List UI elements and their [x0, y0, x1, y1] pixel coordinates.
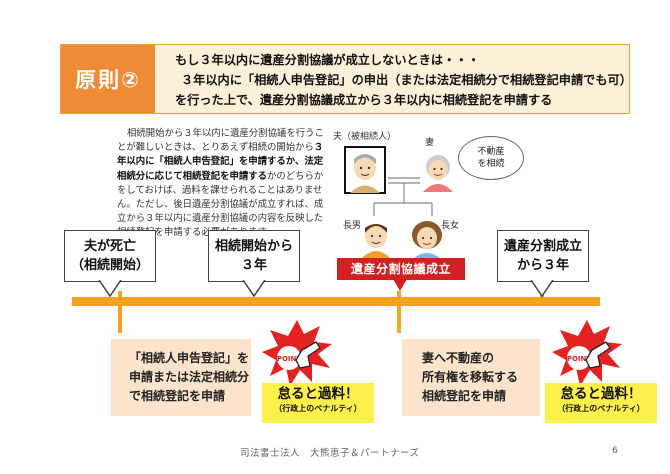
callout-agreement-line-2: から３年 [516, 258, 569, 273]
principle-header: 原則② もし３年以内に遺産分割協議が成立しないときは・・・ ３年以内に「相続人申… [60, 44, 632, 114]
action-1-line-1: 「相続人申告登記」を [129, 351, 250, 365]
principle-tab: 原則② [61, 45, 155, 113]
svg-text:POINT: POINT [277, 355, 302, 363]
page-number: 6 [612, 446, 618, 456]
principle-line-1: もし３年以内に遺産分割協議が成立しないときは・・・ [175, 53, 480, 67]
timeline-bar [72, 297, 600, 306]
action-1-line-3: で相続登記を申請 [129, 389, 226, 403]
penalty-label-2: 怠ると過料！ （行政上のペナルティ） [545, 383, 657, 423]
footer-firm-name: 司法書士法人 大熊恵子＆パートナーズ [240, 448, 420, 459]
timeline-tick-death [118, 291, 122, 333]
timeline-tick-agreement [397, 291, 401, 333]
callout-three-years-tail [242, 280, 266, 298]
svg-text:POINT: POINT [567, 355, 592, 363]
action-2-line-1: 妻へ不動産の [422, 351, 495, 365]
callout-agreement-line-1: 遺産分割成立 [503, 239, 582, 254]
callout-agreement-tail [530, 280, 554, 298]
principle-line-2: ３年以内に「相続人申告登記」の申出（または法定相続分で相続登記申請でも可） [181, 73, 632, 87]
principle-body: もし３年以内に遺産分割協議が成立しないときは・・・ ３年以内に「相続人申告登記」… [155, 45, 632, 113]
callout-three-years-line-2: ３年 [240, 258, 267, 273]
daughter-icon [412, 221, 442, 260]
callout-three-years-line-1: 相続開始から [214, 239, 293, 254]
action-box-transfer: 妻へ不動産の 所有権を移転する 相続登記を申請 [402, 339, 540, 416]
callout-death-tail [98, 280, 122, 298]
callout-death: 夫が死亡 （相続開始） [64, 230, 156, 282]
penalty-1-sub: （行政上のペナルティ） [274, 404, 362, 413]
penalty-2-sub: （行政上のペナルティ） [557, 404, 645, 413]
explanation-bold: ３年以内に「相続人申告登記」を申請するか、法定相続分に応じて相続登記を申請する [117, 142, 324, 182]
action-2-line-3: 相続登記を申請 [422, 389, 507, 403]
explanation-part-1: 相続開始から３年以内に遺産分割協議を行うことが難しいときは、とりあえず相続の開始… [117, 128, 324, 154]
explanation-text: 相続開始から３年以内に遺産分割協議を行うことが難しいときは、とりあえず相続の開始… [117, 127, 327, 241]
callout-three-years: 相続開始から ３年 [208, 230, 300, 282]
husband-label: 夫（被相続人） [333, 132, 397, 142]
daughter-label: 長女 [441, 221, 460, 231]
son-icon [362, 224, 390, 258]
penalty-2-main: 怠ると過料！ [560, 386, 642, 402]
action-1-line-2: 申請または法定相続分 [129, 370, 250, 384]
callout-death-line-1: 夫が死亡 [83, 239, 136, 254]
agreement-badge: 遺産分割協議成立 [337, 258, 465, 280]
action-2-line-2: 所有権を移転する [422, 370, 519, 384]
explanation-part-2: かのどちらかをしておけば、過料を課せられることはありません。ただし、後日遺産分割… [117, 170, 324, 239]
wife-icon [423, 155, 453, 192]
wife-label: 妻 [425, 138, 435, 148]
callout-agreement-three-years: 遺産分割成立 から３年 [497, 230, 589, 282]
bubble-line-1: 不動産 [477, 147, 505, 157]
son-label: 長男 [343, 221, 362, 231]
principle-line-3: を行った上で、遺産分割協議成立から３年以内に相続登記を申請する [175, 93, 553, 107]
point-hand-icon-2: POINT [552, 320, 622, 386]
speech-bubble: 不動産 を相続 [458, 136, 524, 180]
bubble-line-2: を相続 [477, 159, 505, 169]
callout-death-line-2: （相続開始） [70, 258, 149, 273]
action-box-declaration: 「相続人申告登記」を 申請または法定相続分 で相続登記を申請 [111, 339, 251, 416]
penalty-1-main: 怠ると過料！ [277, 386, 359, 402]
point-hand-icon: POINT [262, 320, 332, 386]
agreement-pointer [393, 279, 407, 291]
husband-portrait-icon [344, 146, 386, 194]
penalty-label-1: 怠ると過料！ （行政上のペナルティ） [262, 383, 374, 423]
